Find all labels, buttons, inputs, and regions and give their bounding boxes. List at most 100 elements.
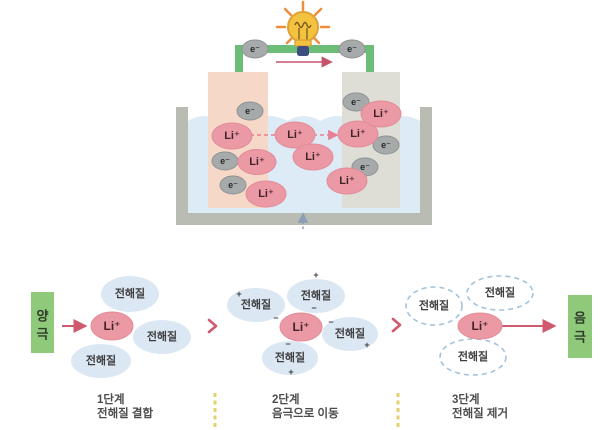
electrolyte-label: 전해질 — [485, 285, 515, 299]
li-ion-label: Li⁺ — [293, 320, 310, 334]
electrolyte-oval — [71, 344, 131, 378]
li-ion-label: Li⁺ — [472, 319, 489, 333]
electrolyte-oval — [133, 320, 191, 354]
bulb-base — [297, 46, 309, 56]
li-ion: Li⁺ — [274, 121, 316, 149]
step3-title: 3단계 — [452, 392, 480, 406]
plus-sign: + — [313, 270, 318, 280]
plus-sign: + — [236, 289, 241, 299]
electrolyte-label: 전해질 — [335, 326, 365, 340]
bulb-glass — [287, 11, 319, 43]
electrolyte-oval-dashed — [439, 338, 507, 376]
step1-cluster: 전해질 전해질 전해질 Li⁺ — [71, 276, 191, 378]
electron-body — [236, 101, 264, 121]
li-ion-body — [237, 149, 277, 175]
step2-cluster: 전해질 전해질 전해질 전해질 Li⁺ + − + − − + − + — [227, 270, 378, 377]
electron-label: e⁻ — [351, 97, 361, 107]
electrolyte-oval — [262, 341, 318, 375]
li-ion-label: Li⁺ — [249, 156, 265, 168]
li-ion-label: Li⁺ — [373, 108, 389, 120]
bulb-rays — [275, 0, 331, 45]
electrolyte-label: 전해질 — [275, 350, 305, 364]
electron-body — [219, 175, 247, 195]
electron-label: e⁻ — [245, 106, 255, 116]
electron-label: e⁻ — [220, 156, 230, 166]
step3-desc: 전해질 제거 — [452, 406, 508, 420]
anode-label-char: 극 — [37, 327, 49, 342]
electrolyte-oval — [287, 279, 345, 313]
electron: e⁻ — [211, 151, 239, 171]
li-ion-label: Li⁺ — [305, 151, 321, 163]
electron-label: e⁻ — [360, 162, 370, 172]
electrolyte-oval — [322, 317, 378, 351]
anode-box: 양 극 — [31, 292, 54, 353]
electron-body — [342, 92, 370, 112]
plus-sign: + — [288, 367, 293, 377]
li-ion: Li⁺ — [237, 149, 277, 175]
minus-sign: − — [328, 317, 333, 327]
electron-label: e⁻ — [228, 180, 238, 190]
electron-label: e⁻ — [250, 44, 260, 54]
li-ion-body — [337, 120, 379, 148]
li-ion-label: Li⁺ — [258, 188, 274, 200]
step3-cluster: 전해질 전해질 전해질 Li⁺ — [405, 275, 557, 376]
minus-sign: − — [311, 303, 316, 313]
bulb-neck — [294, 39, 312, 47]
electrolyte-label: 전해질 — [458, 349, 488, 363]
cathode-label-char: 음 — [574, 311, 586, 326]
electron: e⁻ — [372, 135, 400, 155]
electrolyte-oval-dashed — [466, 275, 534, 311]
li-ion-label: Li⁺ — [339, 175, 355, 187]
electron-label: e⁻ — [347, 44, 357, 54]
electrolyte-label: 전해질 — [241, 297, 271, 311]
chevron-right-icon — [391, 317, 402, 333]
electron-body — [241, 39, 269, 59]
li-ion: Li⁺ — [337, 120, 379, 148]
electron: e⁻ — [219, 175, 247, 195]
li-ion: Li⁺ — [211, 122, 253, 150]
beaker-right-wall — [420, 107, 432, 225]
electron-body — [372, 135, 400, 155]
beaker-left-wall — [176, 107, 188, 225]
light-bulb-icon — [275, 0, 331, 56]
electrolyte-label: 전해질 — [147, 329, 177, 343]
li-ion: Li⁺ — [360, 100, 402, 128]
bulb-filament — [294, 21, 312, 29]
minus-sign: − — [273, 313, 278, 323]
electrolyte-label: 전해질 — [115, 286, 145, 300]
electron-label: e⁻ — [381, 140, 391, 150]
li-ion-label: Li⁺ — [104, 319, 121, 333]
electrolyte-label: 전해질 — [301, 288, 331, 302]
step2-title: 2단계 — [272, 392, 300, 406]
step2-desc: 음극으로 이동 — [272, 406, 339, 420]
step1-title: 1단계 — [97, 392, 125, 406]
cathode-label-char: 극 — [574, 330, 586, 345]
li-ion-body — [326, 167, 368, 195]
li-ion-body — [274, 121, 316, 149]
cathode-box-bg — [568, 295, 592, 358]
minus-sign: − — [285, 339, 290, 349]
li-ion-body — [245, 180, 287, 208]
chevron-right-icon — [207, 318, 218, 334]
bulb-filament-stems — [298, 28, 308, 40]
plus-sign: + — [364, 340, 369, 350]
li-ion: Li⁺ — [326, 167, 368, 195]
electron: e⁻ — [342, 92, 370, 112]
electron-body — [338, 39, 366, 59]
li-ion-body — [292, 143, 334, 171]
li-ion-body — [211, 122, 253, 150]
step1-desc: 전해질 결합 — [97, 406, 154, 420]
process-illustration: 양 극 전해질 전해질 전해질 Li⁺ 전해질 전해질 전해질 전해질 — [31, 270, 592, 428]
anode-box-bg — [31, 292, 54, 353]
electrolyte-oval-dashed — [405, 286, 463, 326]
electrolyte-oval — [227, 288, 285, 322]
beaker-bottom — [176, 213, 432, 225]
li-ion-label: Li⁺ — [350, 128, 366, 140]
li-ion-label: Li⁺ — [287, 129, 303, 141]
cathode-box: 음 극 — [568, 295, 592, 358]
li-ion-label: Li⁺ — [224, 130, 240, 142]
electrolyte-label: 전해질 — [86, 353, 116, 367]
li-ion-body — [457, 312, 503, 340]
anode-label-char: 양 — [37, 309, 49, 324]
